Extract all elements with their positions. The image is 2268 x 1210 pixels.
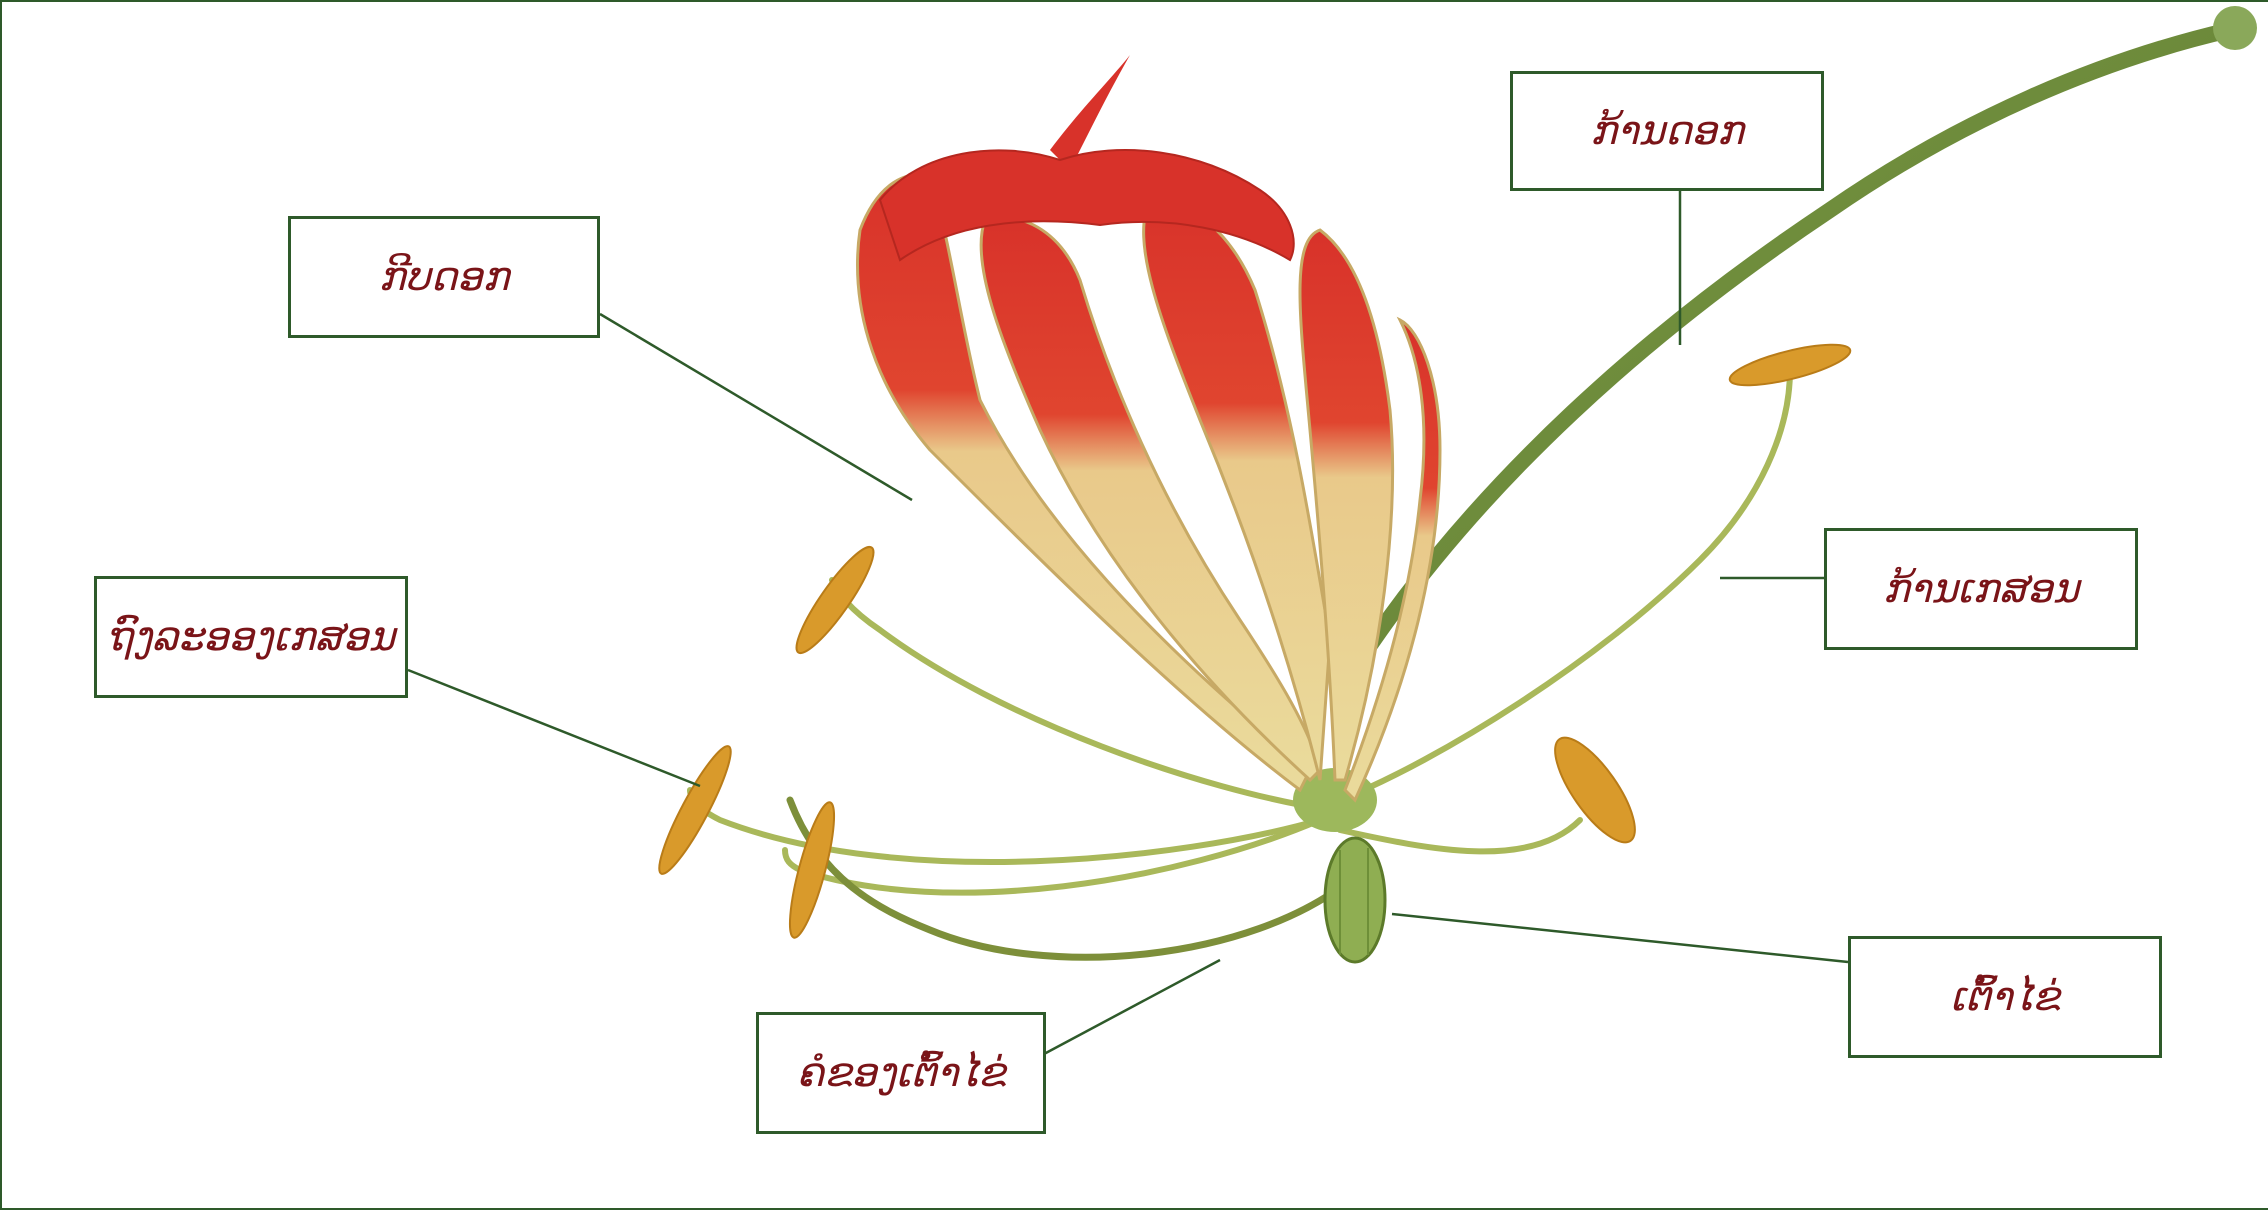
label-filament: ກ້ານເກສອນ: [1824, 528, 2138, 650]
label-flower-stalk-text: ກ້ານດອກ: [1590, 108, 1744, 154]
label-petal: ກີບດອກ: [288, 216, 600, 338]
label-anther: ຖົງລະອອງເກສອນ: [94, 576, 408, 698]
label-petal-text: ກີບດອກ: [379, 254, 510, 300]
style-shape: [790, 800, 1350, 957]
label-ovary: ເຕົ້າໄຂ່: [1848, 936, 2162, 1058]
label-filament-text: ກ້ານເກສອນ: [1883, 566, 2079, 612]
stalk-tip: [2213, 6, 2257, 50]
label-style: ຄໍຂອງເຕົ້າໄຂ່: [756, 1012, 1046, 1134]
label-style-text: ຄໍຂອງເຕົ້າໄຂ່: [797, 1050, 1006, 1096]
label-flower-stalk: ກ້ານດອກ: [1510, 71, 1824, 191]
label-anther-text: ຖົງລະອອງເກສອນ: [107, 614, 395, 660]
petals: [858, 174, 1440, 800]
ovary-shape: [1325, 838, 1385, 962]
label-ovary-text: ເຕົ້າໄຂ່: [1950, 974, 2059, 1020]
